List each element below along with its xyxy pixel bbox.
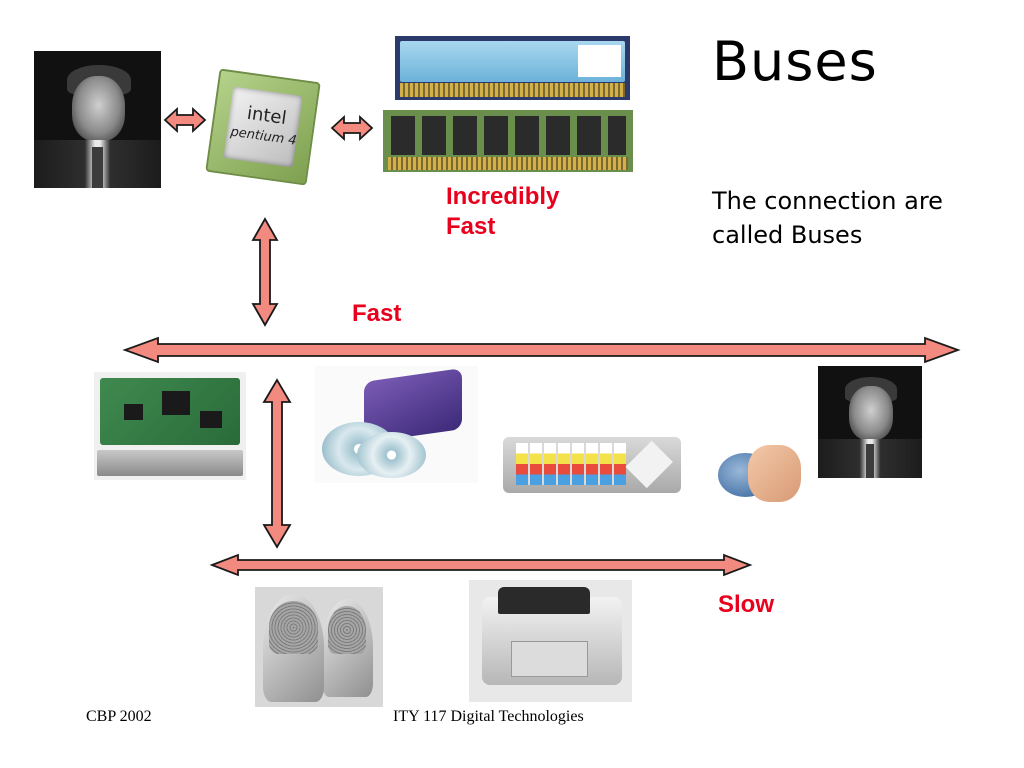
- slow-bus-arrow: [209, 553, 753, 577]
- zip-drive-and-cd-image: [315, 366, 478, 483]
- fast-label: Fast: [352, 300, 402, 327]
- ram-module-image-rambus: [395, 36, 630, 100]
- arrow-cpu-fast-bus: [251, 217, 279, 327]
- hard-drive-image: [94, 372, 246, 480]
- ram-module-image-sdram: [383, 110, 633, 172]
- keyboard-image: [497, 430, 687, 502]
- mouse-image: [708, 434, 803, 529]
- arrow-fast-slow-bus: [262, 378, 292, 549]
- footer-left: CBP 2002: [86, 708, 152, 725]
- speakers-image: [255, 587, 383, 707]
- slow-label: Slow: [718, 591, 775, 618]
- user-portrait-image-top: [34, 51, 161, 188]
- incredibly-fast-label: Incredibly Fast: [446, 183, 560, 240]
- slide-subtitle: The connection are called Buses: [712, 187, 943, 249]
- slide-title: Buses: [712, 30, 878, 93]
- arrow-user-cpu: [163, 106, 207, 134]
- printer-image: [469, 580, 632, 702]
- footer-center: ITY 117 Digital Technologies: [393, 708, 584, 725]
- arrow-cpu-memory: [330, 114, 374, 142]
- fast-bus-arrow: [122, 336, 961, 364]
- user-portrait-image-right: [818, 366, 922, 478]
